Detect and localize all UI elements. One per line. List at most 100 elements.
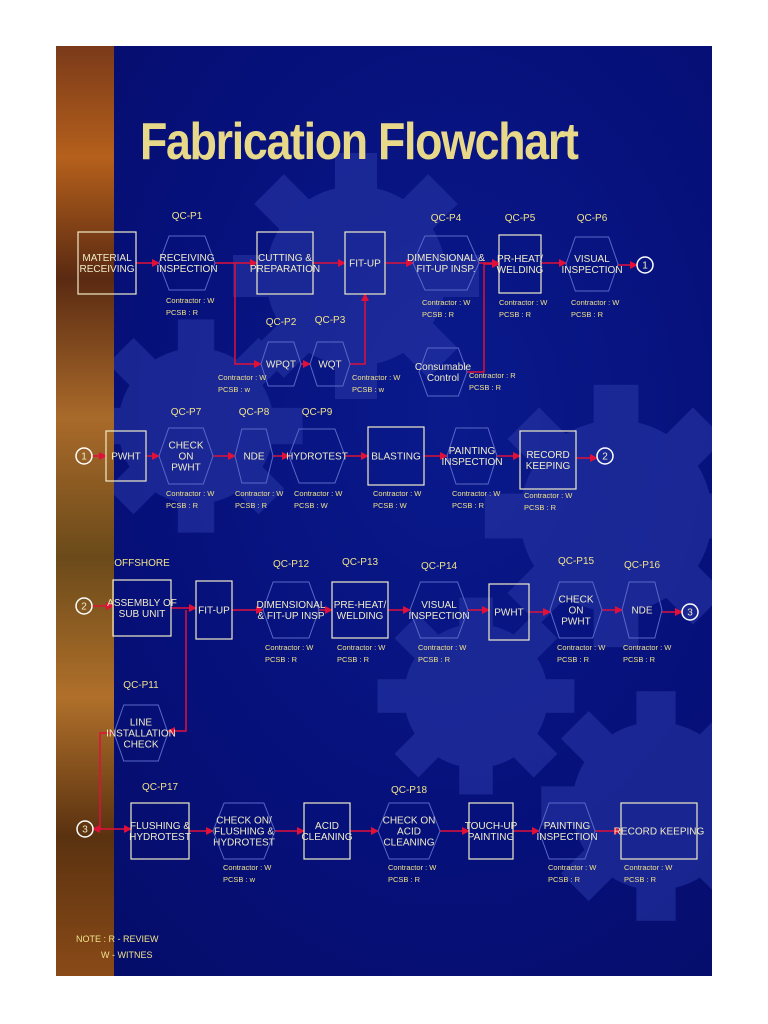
node-label: INSPECTION — [536, 832, 597, 843]
node-label: TOUCH-UP — [465, 821, 518, 832]
responsibility-label: Contractor : W — [337, 643, 386, 652]
connector-label: 3 — [82, 825, 88, 836]
responsibility-label: PCSB : R — [388, 875, 421, 884]
page-title: Fabrication Flowchart — [140, 113, 579, 171]
flow-arrow — [234, 263, 262, 368]
qc-code-label: QC-P15 — [558, 556, 595, 567]
node-label: PAINTING — [544, 821, 591, 832]
flow-node: PWHT — [488, 583, 530, 641]
node-label: RECORD KEEPING — [614, 827, 705, 838]
node-label: HYDROTEST — [286, 452, 348, 463]
responsibility-label: Contractor : W — [223, 863, 272, 872]
flow-node: PWHT — [105, 430, 147, 482]
qc-code-label: QC-P3 — [315, 315, 346, 326]
node-label: PRE-HEAT/ — [334, 600, 387, 611]
node-label: PWHT — [561, 617, 590, 628]
node-label: Consumable — [415, 362, 472, 373]
process-box — [77, 231, 137, 295]
node-label: CHECK ON/ — [216, 816, 272, 827]
flow-node: CUTTING &PREPARATION — [250, 231, 320, 295]
node-label: FLUSHING & — [214, 827, 274, 838]
node-label: INSPECTION — [561, 265, 622, 276]
process-box — [331, 581, 389, 639]
connector-circle: 2 — [596, 447, 614, 465]
node-label: PAINTING — [449, 446, 496, 457]
connector-label: 1 — [81, 452, 87, 463]
inspection-hexagon — [446, 427, 498, 485]
process-box — [195, 580, 233, 640]
node-label: DIMENSIONAL & — [407, 253, 485, 264]
node-label: LINE — [130, 718, 153, 729]
node-label: FLUSHING & — [130, 821, 190, 832]
qc-code-label: QC-P5 — [505, 213, 536, 224]
connector-circle: 3 — [76, 820, 94, 838]
inspection-hexagon — [409, 581, 469, 639]
inspection-hexagon — [621, 581, 663, 639]
inspection-hexagon — [288, 428, 346, 484]
node-label: PWHT — [171, 463, 200, 474]
flow-node: FIT-UP — [195, 580, 233, 640]
responsibility-label: Contractor : W — [218, 373, 267, 382]
qc-code-label: QC-P12 — [273, 559, 310, 570]
qc-code-label: QC-P18 — [391, 785, 428, 796]
node-label: PWHT — [111, 452, 140, 463]
responsibility-label: Contractor : W — [294, 489, 343, 498]
responsibility-label: Contractor : W — [418, 643, 467, 652]
process-box — [519, 430, 577, 490]
node-label: SUB UNIT — [119, 609, 166, 620]
inspection-hexagon — [158, 427, 214, 485]
node-label: CHECK — [168, 441, 203, 452]
responsibility-label: Contractor : W — [499, 298, 548, 307]
process-box — [112, 579, 172, 637]
responsibility-label: Contractor : W — [452, 489, 501, 498]
node-label: & FIT-UP INSP — [257, 611, 324, 622]
node-label: RECORD — [526, 450, 569, 461]
connector-circle: 3 — [681, 603, 699, 621]
legend-note-review: NOTE : R - REVIEW — [76, 934, 159, 944]
responsibility-label: PCSB : R — [548, 875, 581, 884]
inspection-hexagon — [412, 235, 480, 291]
responsibility-label: Contractor : W — [422, 298, 471, 307]
node-label: NDE — [243, 452, 264, 463]
node-label: INSPECTION — [441, 457, 502, 468]
flow-node: DIMENSIONAL &FIT-UP INSP.QC-P4Contractor… — [407, 213, 485, 319]
node-label: WELDING — [497, 265, 544, 276]
process-box — [367, 426, 425, 486]
process-box — [468, 802, 514, 860]
responsibility-label: PCSB : R — [337, 655, 370, 664]
node-label: FIT-UP — [349, 259, 381, 270]
responsibility-label: Contractor : W — [548, 863, 597, 872]
process-box — [498, 234, 542, 294]
responsibility-label: Contractor : W — [166, 489, 215, 498]
node-label: BLASTING — [371, 452, 421, 463]
inspection-hexagon — [377, 802, 441, 860]
node-label: PREPARATION — [250, 264, 320, 275]
qc-code-label: QC-P13 — [342, 557, 379, 568]
node-label: RECEIVING — [159, 253, 214, 264]
process-box — [303, 802, 351, 860]
inspection-hexagon — [565, 236, 619, 292]
connector-label: 3 — [687, 608, 693, 619]
node-label: CHECK ON — [383, 816, 436, 827]
qc-code-label: QC-P1 — [172, 211, 203, 222]
node-label: Control — [427, 373, 459, 384]
responsibility-label: PCSB : w — [218, 385, 251, 394]
flow-arrow — [92, 732, 114, 833]
process-box — [620, 802, 698, 860]
responsibility-label: PCSB : R — [557, 655, 590, 664]
qc-code-label: QC-P4 — [431, 213, 462, 224]
connector-label: 2 — [602, 452, 608, 463]
inspection-hexagon — [549, 581, 603, 639]
node-label: ASSEMBLY OF — [107, 598, 177, 609]
process-box — [256, 231, 314, 295]
